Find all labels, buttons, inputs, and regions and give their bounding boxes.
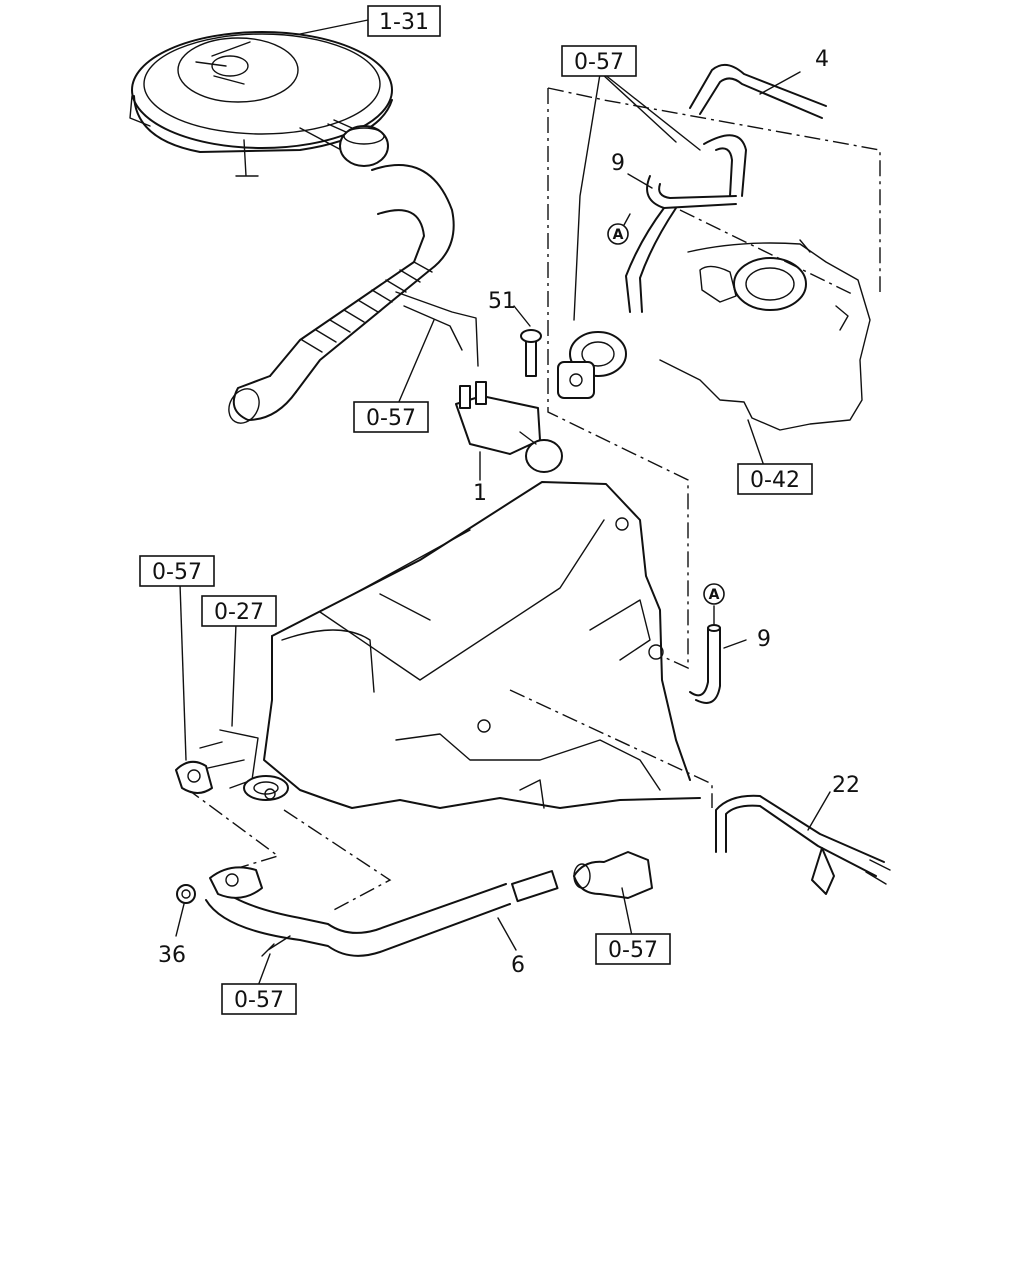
hose-4 xyxy=(689,63,827,197)
part-number-pipe-main: 6 xyxy=(511,953,525,978)
air-cleaner-assembly xyxy=(129,31,393,177)
part-number-hose-lower: 9 xyxy=(757,627,771,652)
callout-upper-vsv-ref: 0-57 xyxy=(561,45,637,77)
hose-9-lower xyxy=(689,624,721,704)
part-number-vsv: 1 xyxy=(473,481,487,506)
intake-duct xyxy=(228,164,479,424)
connector-mark-lower: A xyxy=(703,583,725,605)
engine-block xyxy=(263,481,701,809)
svg-text:A: A xyxy=(709,587,720,603)
pipe-6-assembly xyxy=(176,851,653,957)
callout-flange-ref: 0-57 xyxy=(139,555,215,587)
svg-text:0-57: 0-57 xyxy=(152,560,202,585)
hose-9-upper xyxy=(625,175,737,313)
part-number-hose-top: 4 xyxy=(815,47,829,72)
throttle-body xyxy=(659,239,871,431)
callout-throttle-body-ref: 0-42 xyxy=(737,463,813,495)
svg-text:1-31: 1-31 xyxy=(379,10,429,35)
svg-text:A: A xyxy=(613,227,624,243)
callout-bolt-ref: 0-57 xyxy=(221,983,297,1015)
svg-text:0-42: 0-42 xyxy=(750,468,800,493)
label-pointers xyxy=(175,19,831,987)
part-number-bolt: 51 xyxy=(488,289,516,314)
callout-sensor-ref: 0-57 xyxy=(595,933,671,965)
vsv-assembly xyxy=(455,329,563,473)
callout-air-cleaner-ref: 1-31 xyxy=(367,5,441,37)
part-number-nut: 36 xyxy=(158,943,186,968)
svg-text:0-57: 0-57 xyxy=(608,938,658,963)
connector-mark-upper: A xyxy=(607,223,629,245)
svg-text:0-57: 0-57 xyxy=(234,988,284,1013)
svg-text:0-57: 0-57 xyxy=(574,50,624,75)
part-number-pipe-right: 22 xyxy=(832,773,860,798)
pipe-22 xyxy=(715,794,891,895)
svg-text:0-57: 0-57 xyxy=(366,406,416,431)
egr-valve xyxy=(557,331,627,399)
manifold-flange xyxy=(175,729,289,801)
leader-lines xyxy=(185,87,881,913)
svg-text:0-27: 0-27 xyxy=(214,600,264,625)
callout-hose-clip-ref: 0-57 xyxy=(353,401,429,433)
part-number-hose-upper: 9 xyxy=(611,151,625,176)
callout-manifold-ref: 0-27 xyxy=(201,595,277,627)
